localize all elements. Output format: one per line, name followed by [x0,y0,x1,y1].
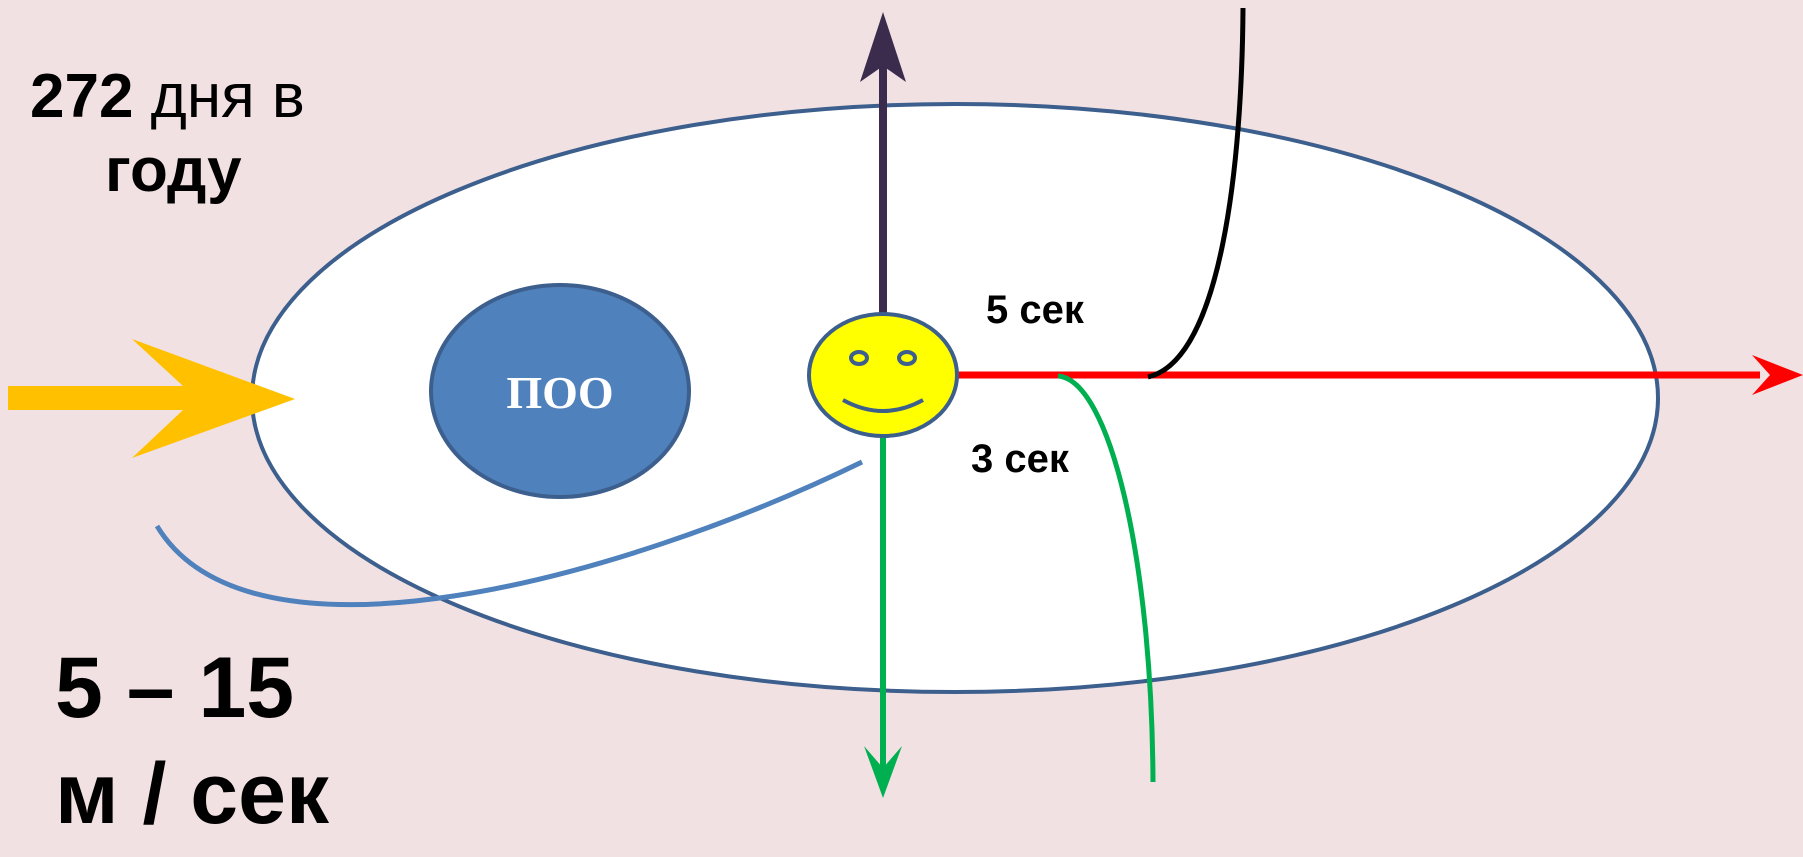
black-curve-path [1147,7,1246,380]
time-5-label: 5 сек [986,288,1084,332]
down-arrow-head [864,746,902,798]
blue-curve-path [154,459,864,607]
up-arrow-head [860,12,906,82]
speed-line1: 5 – 15 [55,640,295,736]
speed-line2: м / сек [55,746,329,842]
smiley-face-icon [807,312,959,438]
zone-ellipse [429,283,691,499]
zone-label: ПОО [506,367,614,418]
days-number: 272 [30,62,134,131]
green-curve-path [1057,373,1156,783]
days-text: дня в [133,62,305,131]
days-per-year-label: 272 дня в году [30,60,305,208]
right-arrow-head [1752,355,1803,395]
speed-label: 5 – 15 м / сек [55,632,329,850]
time-3-label: 3 сек [971,437,1069,481]
days-line2: году [105,136,242,205]
orange-arrow [8,339,295,458]
